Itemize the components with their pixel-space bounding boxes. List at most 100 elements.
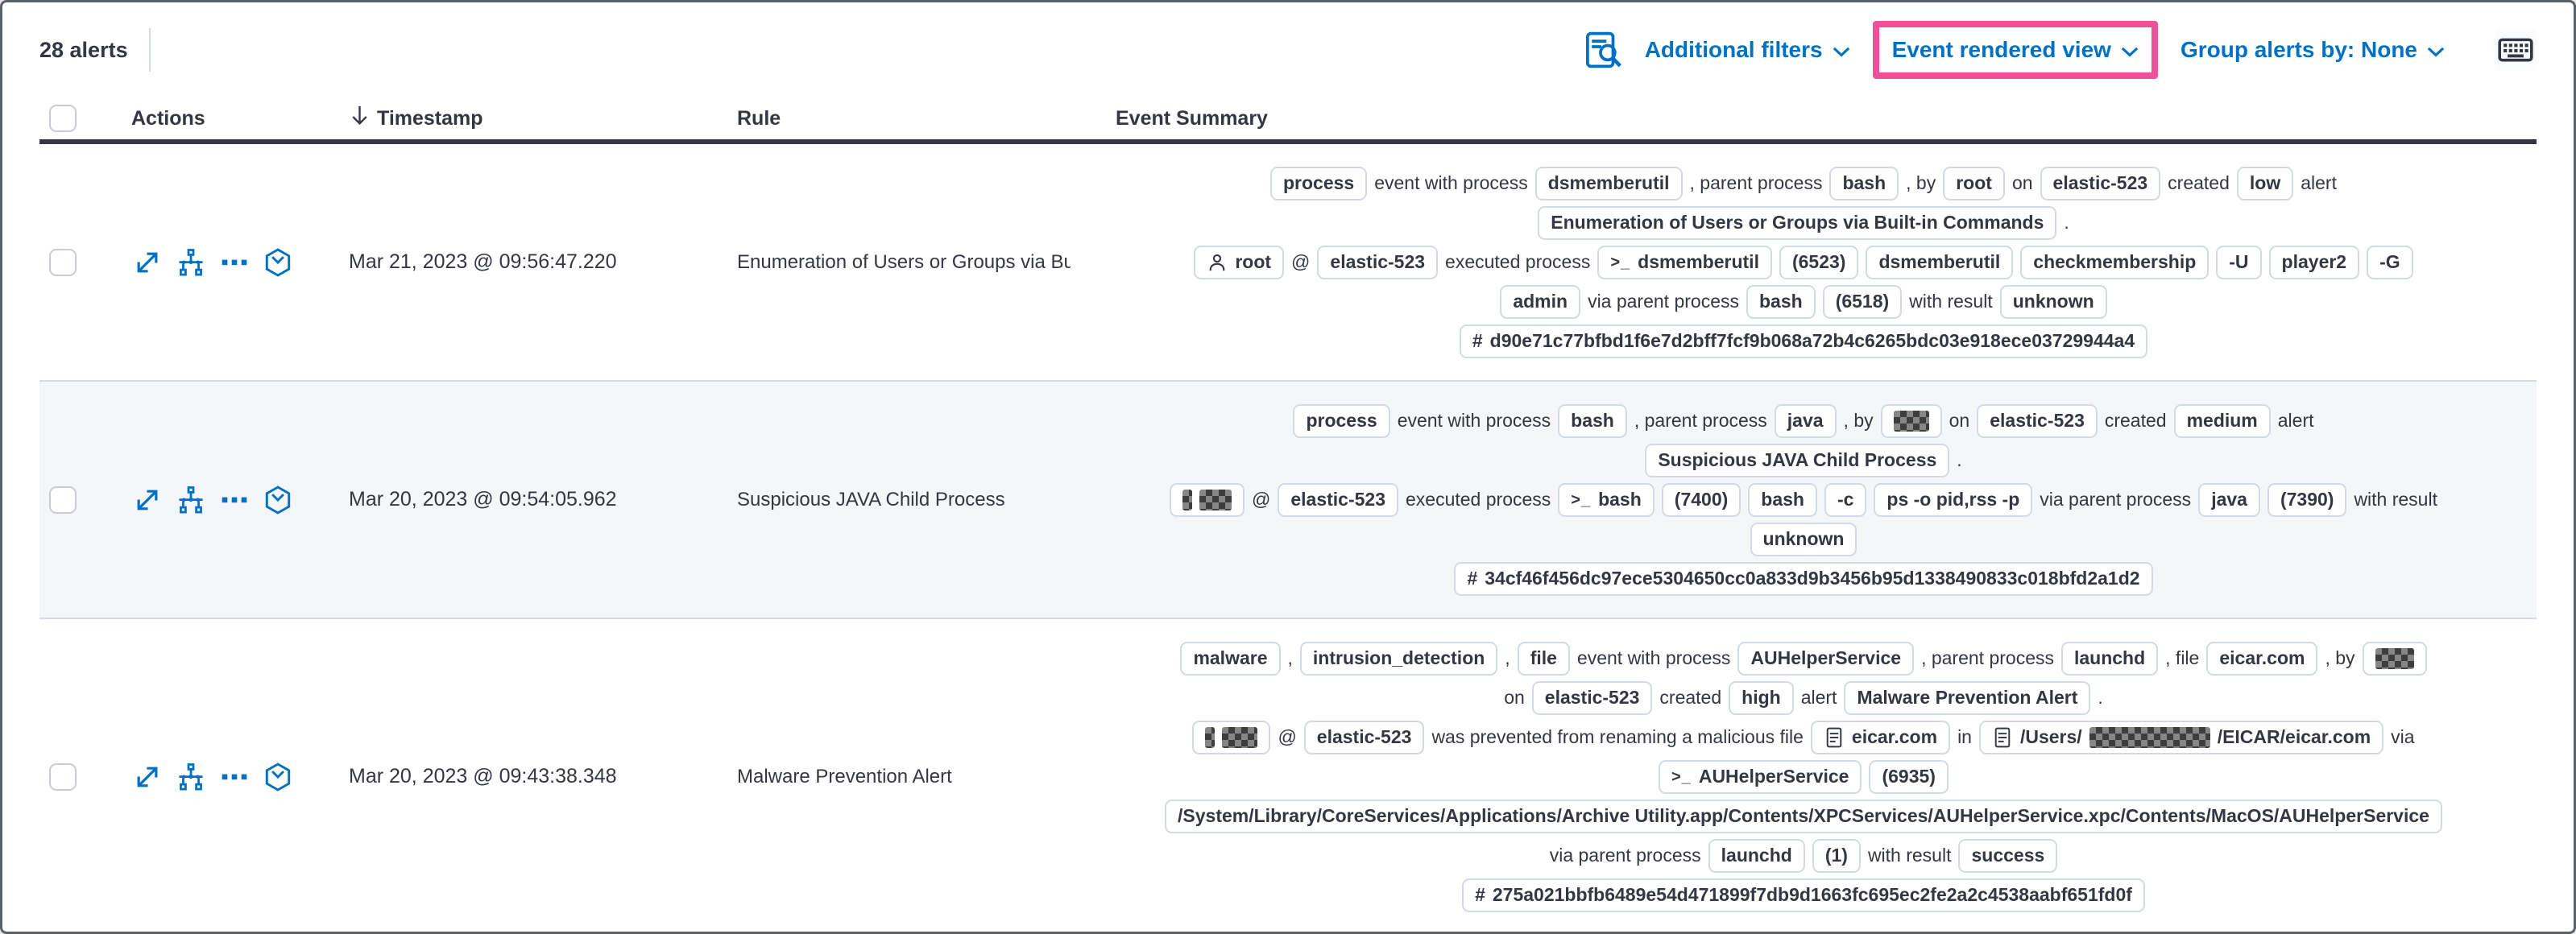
expand-alert-button[interactable] xyxy=(131,761,164,793)
analyze-event-button[interactable] xyxy=(175,761,207,793)
summary-badge[interactable]: dsmemberutil xyxy=(1866,245,2014,279)
summary-badge[interactable]: (7390) xyxy=(2267,482,2347,517)
more-actions-button[interactable] xyxy=(218,246,251,279)
summary-badge[interactable]: unknown xyxy=(1750,522,1857,556)
badge-text: dsmemberutil xyxy=(1638,251,1759,272)
summary-badge[interactable]: (6518) xyxy=(1822,284,1903,319)
summary-badge[interactable]: launchd xyxy=(2060,641,2159,676)
summary-badge[interactable]: (6935) xyxy=(1869,759,1949,794)
analyze-event-button[interactable] xyxy=(175,484,207,516)
expand-alert-button[interactable] xyxy=(131,246,164,279)
summary-badge[interactable]: success xyxy=(1958,838,2058,873)
badge-text: /Users/ xyxy=(2019,726,2082,747)
badge-text: 34cf46f456dc97ece5304650cc0a833d9b3456b9… xyxy=(1485,568,2140,589)
expand-alert-button[interactable] xyxy=(131,484,164,516)
summary-badge[interactable]: Malware Prevention Alert xyxy=(1844,680,2091,715)
summary-badge[interactable]: Enumeration of Users or Groups via Built… xyxy=(1538,205,2057,240)
summary-badge[interactable]: root xyxy=(1194,245,1285,279)
summary-badge[interactable]: >_AUHelperService xyxy=(1659,759,1862,794)
summary-badge[interactable]: (7400) xyxy=(1661,482,1741,517)
badge-text: file xyxy=(1530,647,1557,668)
summary-badge[interactable]: java xyxy=(1774,403,1837,438)
checkbox-cell xyxy=(39,762,109,791)
summary-text: on xyxy=(2011,172,2033,193)
summary-badge[interactable]: >_bash xyxy=(1558,482,1655,517)
sort-arrow-down-icon xyxy=(349,105,371,132)
summary-badge[interactable]: elastic-523 xyxy=(2040,166,2161,200)
summary-badge[interactable]: (6523) xyxy=(1779,245,1859,279)
summary-badge[interactable]: /System/Library/CoreServices/Application… xyxy=(1165,799,2442,833)
summary-badge[interactable]: elastic-523 xyxy=(1317,245,1439,279)
more-actions-button[interactable] xyxy=(218,484,251,516)
summary-badge[interactable]: elastic-523 xyxy=(1531,680,1653,715)
summary-badge[interactable]: player2 xyxy=(2268,245,2360,279)
summary-badge[interactable]: #34cf46f456dc97ece5304650cc0a833d9b3456b… xyxy=(1454,561,2153,596)
summary-badge[interactable]: checkmembership xyxy=(2020,245,2209,279)
summary-badge[interactable]: bash xyxy=(1746,284,1816,319)
analyze-event-button[interactable] xyxy=(175,246,207,279)
row-checkbox[interactable] xyxy=(49,486,77,514)
more-actions-button[interactable] xyxy=(218,761,251,793)
rule-cell: Malware Prevention Alert xyxy=(737,765,952,787)
summary-line: #275a021bbfb6489e54d471899f7db9d1663fc69… xyxy=(1071,875,2537,915)
summary-badge[interactable]: medium xyxy=(2173,403,2271,438)
summary-badge[interactable]: file xyxy=(1517,641,1570,676)
summary-badge[interactable]: high xyxy=(1729,680,1794,715)
summary-badge[interactable]: AUHelperService xyxy=(1737,641,1915,676)
summary-badge[interactable]: (1) xyxy=(1812,838,1861,873)
summary-badge[interactable]: -c xyxy=(1824,482,1867,517)
summary-badge[interactable]: Suspicious JAVA Child Process xyxy=(1645,443,1950,477)
summary-badge[interactable]: unknown xyxy=(1999,284,2107,319)
summary-badge[interactable]: elastic-523 xyxy=(1977,403,2098,438)
group-alerts-by-button[interactable]: Group alerts by: None xyxy=(2180,37,2445,63)
additional-filters-button[interactable]: Additional filters xyxy=(1645,37,1850,63)
summary-badge[interactable]: intrusion_detection xyxy=(1299,641,1498,676)
summary-badge[interactable]: -U xyxy=(2216,245,2262,279)
session-view-button[interactable] xyxy=(262,484,294,516)
header-timestamp[interactable]: Timestamp xyxy=(328,105,692,132)
summary-badge[interactable]: -G xyxy=(2367,245,2413,279)
session-view-button[interactable] xyxy=(262,246,294,279)
badge-text: java xyxy=(2211,489,2247,510)
summary-badge[interactable]: bash xyxy=(1748,482,1817,517)
summary-badge[interactable]: root xyxy=(1943,166,2005,200)
summary-badge[interactable]: bash xyxy=(1829,166,1899,200)
summary-badge[interactable]: elastic-523 xyxy=(1303,720,1425,754)
inspect-icon[interactable] xyxy=(1585,31,1622,68)
summary-badge[interactable]: java xyxy=(2198,482,2260,517)
summary-text: via xyxy=(2391,726,2415,747)
select-all-checkbox[interactable] xyxy=(49,105,77,132)
summary-badge[interactable]: process xyxy=(1293,403,1390,438)
summary-badge[interactable]: ps -o pid,rss -p xyxy=(1874,482,2033,517)
summary-badge[interactable]: #d90e71c77bfbd1f6e7d2bff7fcf9b068a72b4c6… xyxy=(1459,324,2148,358)
summary-badge[interactable] xyxy=(1880,403,1942,438)
divider xyxy=(148,28,151,72)
view-selector-button[interactable]: Event rendered view xyxy=(1892,37,2139,63)
summary-text: via parent process xyxy=(1588,291,1739,312)
summary-badge[interactable]: #275a021bbfb6489e54d471899f7db9d1663fc69… xyxy=(1462,878,2145,912)
keyboard-icon[interactable] xyxy=(2495,29,2537,71)
summary-badge[interactable]: bash xyxy=(1558,403,1627,438)
summary-badge[interactable]: >_dsmemberutil xyxy=(1597,245,1772,279)
summary-badge[interactable]: low xyxy=(2236,166,2294,200)
summary-badge[interactable]: process xyxy=(1270,166,1368,200)
summary-badge[interactable]: eicar.com xyxy=(1810,720,1951,754)
row-checkbox[interactable] xyxy=(49,762,77,791)
summary-badge[interactable]: elastic-523 xyxy=(1278,482,1398,517)
summary-badge[interactable]: malware xyxy=(1180,641,1281,676)
summary-badge[interactable]: launchd xyxy=(1708,838,1805,873)
summary-badge[interactable]: dsmemberutil xyxy=(1534,166,1683,200)
summary-badge[interactable]: eicar.com xyxy=(2206,641,2318,676)
summary-badge[interactable] xyxy=(1170,482,1245,517)
summary-badge[interactable] xyxy=(1192,720,1271,754)
row-checkbox[interactable] xyxy=(49,248,77,276)
session-view-button[interactable] xyxy=(262,761,294,793)
summary-badge[interactable]: admin xyxy=(1500,284,1581,319)
summary-text: . xyxy=(2064,212,2069,233)
badge-text: root xyxy=(1235,251,1272,272)
summary-text: . xyxy=(1957,449,1962,470)
badge-text: elastic-523 xyxy=(1290,489,1385,510)
summary-badge[interactable]: /Users//EICAR/eicar.com xyxy=(1978,720,2384,754)
summary-badge[interactable] xyxy=(2362,641,2427,676)
